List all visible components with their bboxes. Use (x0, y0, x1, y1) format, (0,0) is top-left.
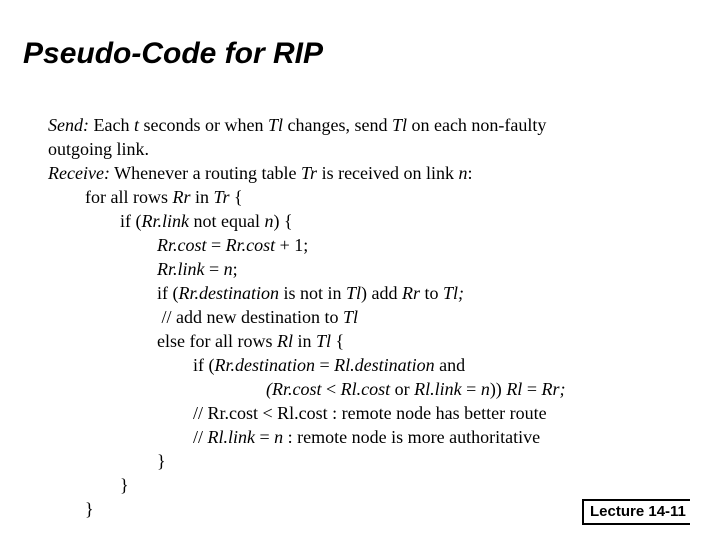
code-text: to (420, 283, 444, 303)
code-text: } (157, 451, 166, 471)
code-text: in (190, 187, 214, 207)
code-text: // add new destination to (157, 307, 343, 327)
code-text: is received on link (317, 163, 459, 183)
code-text: = (255, 427, 275, 447)
code-text: { (229, 187, 243, 207)
code-line: outgoing link. (48, 138, 149, 160)
code-line: (Rr.cost < Rl.cost or Rl.link = n)) Rl =… (266, 378, 565, 400)
code-identifier: (Rr.cost (266, 379, 322, 399)
lecture-label: Lecture 14-11 (582, 499, 690, 525)
code-identifier: Tl; (443, 283, 465, 303)
code-text: )) (489, 379, 507, 399)
code-line: else for all rows Rl in Tl { (157, 330, 344, 352)
code-text: seconds or when (138, 115, 268, 135)
code-text: changes, send (282, 115, 392, 135)
code-identifier: t (133, 115, 139, 135)
code-text: if ( (193, 355, 215, 375)
code-text: Whenever a routing table (109, 163, 302, 183)
code-identifier: Rr.destination (214, 355, 316, 375)
code-line: } (120, 474, 129, 496)
code-line: if (Rr.link not equal n) { (120, 210, 293, 232)
code-text: : (467, 163, 473, 183)
code-identifier: Tl (315, 331, 331, 351)
code-text: ) { (273, 211, 293, 231)
code-line: Send: Each t seconds or when Tl changes,… (48, 114, 546, 136)
code-identifier: n (274, 427, 284, 447)
code-line: // Rr.cost < Rl.cost : remote node has b… (193, 402, 547, 424)
code-identifier: Rl (276, 331, 293, 351)
code-line: for all rows Rr in Tr { (85, 186, 243, 208)
code-identifier: Rr.cost (157, 235, 207, 255)
code-text: = (206, 235, 226, 255)
code-identifier: Rr.cost (225, 235, 276, 255)
code-identifier: Rr.link (157, 259, 205, 279)
code-line: Rr.link = n; (157, 258, 238, 280)
code-text: + 1; (275, 235, 309, 255)
code-text: in (292, 331, 316, 351)
code-identifier: Tr (301, 163, 318, 183)
code-identifier: Send: (48, 115, 89, 135)
code-identifier: Rr.destination (178, 283, 280, 303)
code-text: // Rr.cost < Rl.cost : remote node has b… (193, 403, 547, 423)
code-text: for all rows (85, 187, 173, 207)
code-text: = (461, 379, 481, 399)
code-identifier: Rr; (541, 379, 566, 399)
code-identifier: Tl (267, 115, 283, 135)
code-line: Receive: Whenever a routing table Tr is … (48, 162, 473, 184)
code-identifier: Rl.link (414, 379, 462, 399)
code-text: or (390, 379, 415, 399)
code-identifier: Rl (506, 379, 523, 399)
code-text: and (434, 355, 466, 375)
code-identifier: Rr (402, 283, 421, 303)
code-line: } (157, 450, 166, 472)
code-text: < (321, 379, 341, 399)
code-text: is not in (279, 283, 347, 303)
code-text: { (331, 331, 345, 351)
code-identifier: Rr.link (141, 211, 190, 231)
code-identifier: n (223, 259, 233, 279)
code-line: // Rl.link = n : remote node is more aut… (193, 426, 540, 448)
code-text: // (193, 427, 208, 447)
code-line: // add new destination to Tl (157, 306, 358, 328)
code-text: ) add (361, 283, 403, 303)
code-line: if (Rr.destination = Rl.destination and (193, 354, 465, 376)
code-identifier: Tr (213, 187, 230, 207)
code-identifier: Rl.cost (340, 379, 391, 399)
code-text: } (120, 475, 129, 495)
code-text: if ( (120, 211, 142, 231)
code-identifier: n (480, 379, 490, 399)
code-identifier: Tl (342, 307, 358, 327)
code-line: Rr.cost = Rr.cost + 1; (157, 234, 308, 256)
code-text: = (315, 355, 335, 375)
code-identifier: n (264, 211, 274, 231)
code-text: Each (88, 115, 134, 135)
code-text: } (85, 499, 94, 519)
code-text: = (522, 379, 542, 399)
code-text: not equal (189, 211, 265, 231)
code-identifier: Tl (391, 115, 407, 135)
code-text: on each non-faulty (406, 115, 547, 135)
code-identifier: Receive: (48, 163, 110, 183)
code-text: outgoing link. (48, 139, 150, 159)
code-text: : remote node is more authoritative (283, 427, 541, 447)
code-text: = (204, 259, 224, 279)
code-line: if (Rr.destination is not in Tl) add Rr … (157, 282, 464, 304)
code-line: } (85, 498, 94, 520)
slide-title: Pseudo-Code for RIP (23, 37, 324, 70)
code-text: if ( (157, 283, 179, 303)
code-identifier: n (458, 163, 468, 183)
code-identifier: Rl.destination (334, 355, 435, 375)
code-identifier: Rr (172, 187, 191, 207)
code-text: else for all rows (157, 331, 277, 351)
code-identifier: Rl.link (207, 427, 256, 447)
code-text: ; (232, 259, 238, 279)
code-identifier: Tl (346, 283, 362, 303)
